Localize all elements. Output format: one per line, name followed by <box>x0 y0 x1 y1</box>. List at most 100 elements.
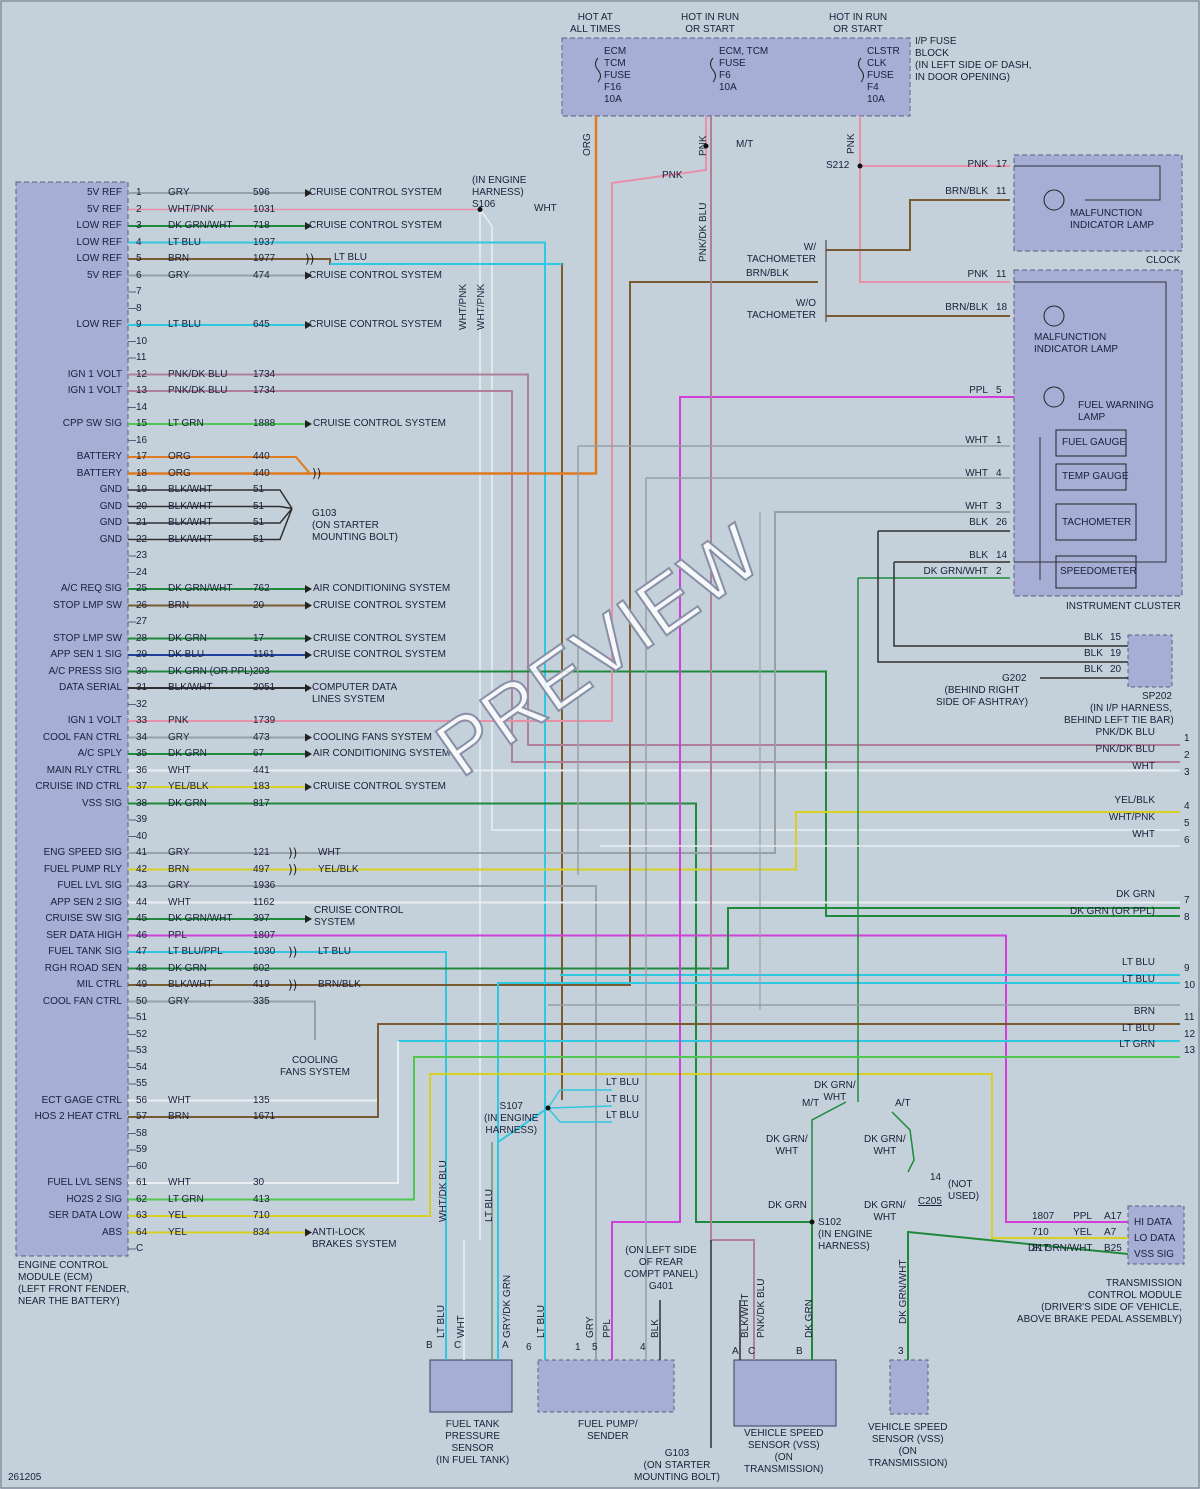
ecm-pin-destination: CRUISE CONTROL SYSTEM <box>313 418 446 429</box>
ecm-pin-circuit: 1734 <box>253 385 276 396</box>
ecm-pin-wire-color: ORG <box>168 451 191 462</box>
wire-label-ltblu-5: LT BLU <box>334 252 367 263</box>
s107-label: S107 (IN ENGINE HARNESS) <box>484 1101 539 1136</box>
tcm-pin-circuit: 1807 <box>1032 1211 1055 1222</box>
ecm-pin-wire-color: PPL <box>168 929 187 941</box>
fuse-f4: CLSTR CLK FUSE F4 10A <box>867 46 900 105</box>
ecm-pin-number: 4 <box>136 236 142 248</box>
ecm-pin-circuit: 473 <box>253 731 270 743</box>
lamp-icon <box>1043 189 1065 211</box>
sensor-pin-id: B <box>796 1346 803 1357</box>
g202-location: (BEHIND RIGHT SIDE OF ASHTRAY) <box>936 685 1029 708</box>
ecm-pin-number: 47 <box>136 946 148 957</box>
ecm-pin-wire-color: GRY <box>168 731 190 743</box>
right-connector-color: LT GRN <box>1119 1039 1155 1050</box>
ecm-pin-wire-color: DK GRN/WHT <box>168 220 233 231</box>
ecm-pin-number: 53 <box>136 1045 148 1056</box>
ecm-pin-wire-color: BLK/WHT <box>168 500 213 512</box>
sensor-pin-id: C <box>454 1340 462 1351</box>
ecm-pin-number: 24 <box>136 566 148 578</box>
ecm-pin-wire-color: WHT <box>168 1177 191 1188</box>
cluster-pin-color: WHT <box>965 435 988 446</box>
s212-label: S212 <box>826 160 850 171</box>
ecm-wire-4 <box>128 241 546 1360</box>
right-connector-pin: 4 <box>1184 801 1190 812</box>
ecm-pin-destination: CRUISE CONTROL SYSTEM <box>309 187 442 198</box>
ecm-pin-circuit: 2051 <box>253 682 276 693</box>
ecm-pin-wire-color: LT BLU/PPL <box>168 946 223 957</box>
pnkdkblu-label: PNK/DK BLU <box>698 202 709 262</box>
sp202-pin-number: 15 <box>1110 632 1122 643</box>
right-connector-color: WHT <box>1132 761 1155 772</box>
cluster-pin-color: BRN/BLK <box>945 186 988 197</box>
inline-connector-icon: )) <box>288 945 297 959</box>
ecm-pin-number: 60 <box>136 1160 148 1172</box>
fuel-pump-title: FUEL PUMP/ SENDER <box>578 1419 638 1442</box>
ecm-pin-wire-color: PNK/DK BLU <box>168 368 228 380</box>
ecm-wire-17 <box>128 456 311 475</box>
tcm-pin-circuit: 817 <box>1032 1243 1049 1254</box>
ecm-pin-circuit: 135 <box>253 1094 270 1106</box>
ecm-pin-circuit: 30 <box>253 1177 265 1188</box>
whtdkblu-label: WHT/DK BLU <box>438 1160 449 1222</box>
ecm-pin-circuit: 1937 <box>253 236 276 248</box>
ecm-pin-wire-color: WHT <box>168 896 191 908</box>
ecm-pin-circuit: 1031 <box>253 203 276 215</box>
ecm-pin-number: 43 <box>136 880 148 891</box>
tcm-pin-id: B25 <box>1104 1243 1122 1254</box>
cruise-control-label-45: CRUISE CONTROL SYSTEM <box>314 905 404 928</box>
ecm-pin-circuit: 474 <box>253 269 270 281</box>
s107-ltblu-a: LT BLU <box>606 1077 639 1088</box>
lamp-icon <box>1043 386 1065 408</box>
w-tach-label: W/ TACHOMETER <box>746 242 816 265</box>
ecm-pin-number: 22 <box>136 533 148 545</box>
ecm-pin-name: 5V REF <box>86 269 122 281</box>
right-connector-pin: 1 <box>1184 733 1190 744</box>
ecm-pin-wire-color: GRY <box>168 880 190 891</box>
ecm-pin-name: IGN 1 VOLT <box>67 715 122 726</box>
ecm-pin-circuit: 440 <box>253 451 270 462</box>
ecm-pin-name: FUEL LVL SIG <box>57 880 122 891</box>
ecm-pin-wire-color: BLK/WHT <box>168 517 213 528</box>
ecm-pin-circuit: 596 <box>253 187 270 198</box>
ecm-pin-number: 46 <box>136 929 148 941</box>
ecm-pin-name: LOW REF <box>76 220 122 231</box>
tcm-pin-color: PPL <box>1073 1211 1092 1222</box>
sensor-pin-color: GRY/DK GRN <box>502 1274 513 1338</box>
wo-tach-label: W/O TACHOMETER <box>746 298 816 321</box>
tcm-title: TRANSMISSION CONTROL MODULE (DRIVER'S SI… <box>1016 1278 1182 1325</box>
arrow-icon <box>305 733 312 742</box>
clock-box <box>1013 154 1183 252</box>
ecm-pin-wire-color: DK GRN <box>168 748 207 759</box>
clock-internal <box>1014 165 1161 201</box>
ecm-pin-number: 27 <box>136 616 148 627</box>
ecm-pin-name: ABS <box>101 1226 122 1238</box>
right-connector-pin: 3 <box>1184 767 1190 778</box>
right-connector-pin: 9 <box>1184 963 1190 974</box>
blk-20 <box>877 531 1128 663</box>
ecm-pin-wire-color: WHT/PNK <box>168 203 215 215</box>
cluster-pin-number: 18 <box>996 302 1008 313</box>
ecm-pin-wire-color: LT GRN <box>168 1193 204 1205</box>
ecm-pin-destination: CRUISE CONTROL SYSTEM <box>309 220 442 231</box>
arrow-icon <box>305 420 312 428</box>
sensor-pin-color: WHT <box>456 1315 467 1338</box>
brnblk-tach-label: BRN/BLK <box>746 268 789 279</box>
ecm-wire-43 <box>128 885 597 1360</box>
ecm-pin-name: FUEL LVL SENS <box>47 1177 122 1188</box>
arrow-icon <box>305 189 312 197</box>
ecm-pin-number: 11 <box>136 352 147 363</box>
ecm-pin-name: SER DATA LOW <box>48 1210 122 1221</box>
sensor-pin-id: 1 <box>575 1342 581 1353</box>
cluster-pin-number: 5 <box>996 385 1002 396</box>
fuse-icon <box>595 57 601 83</box>
ecm-pin-number: 39 <box>136 814 148 825</box>
ecm-pin-name: 5V REF <box>86 203 122 215</box>
ecm-wire-30 <box>128 670 1180 917</box>
ecm-pin-number: 49 <box>136 979 148 990</box>
s107-down <box>497 1107 549 1360</box>
ecm-pin-wire-color: BLK/WHT <box>168 484 213 495</box>
ecm-pin-number: 40 <box>136 830 148 842</box>
ecm-pin-wire-color: DK GRN <box>168 962 207 974</box>
ecm-pin-circuit: 440 <box>253 467 270 479</box>
